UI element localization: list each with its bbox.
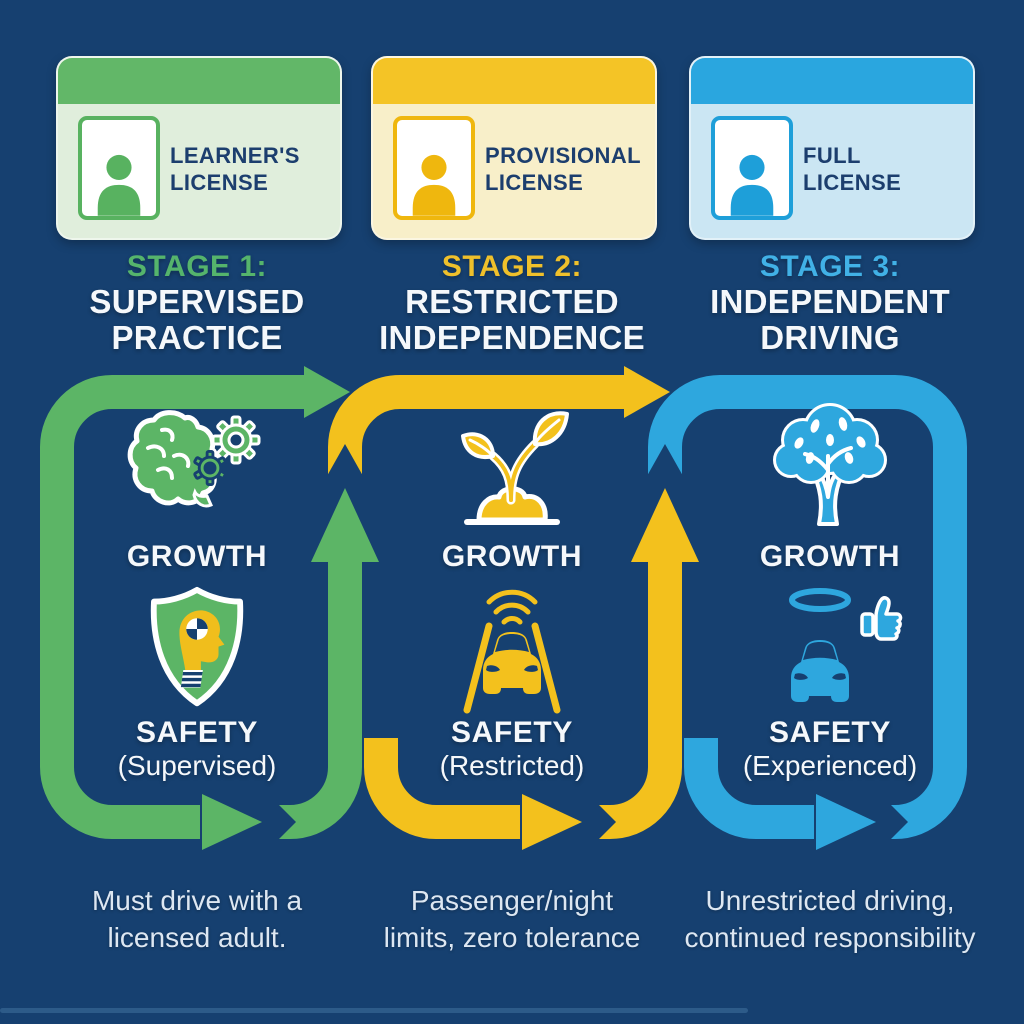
stage-label: STAGE 2:: [441, 250, 583, 283]
car-road-signal-icon: [463, 589, 561, 714]
safety-sublabel: (Supervised): [117, 750, 277, 781]
id-photo-box: [393, 116, 475, 220]
stage-title: INDEPENDENT DRIVING: [710, 283, 950, 356]
stage2-column: PROVISIONAL LICENSE STAGE 2: RESTRICTED …: [352, 0, 672, 1024]
car-halo-thumbs-up-icon: [789, 588, 903, 702]
stage1-loop-arrow: [40, 366, 379, 850]
stage2-loop-arrow: [327, 366, 699, 850]
safety-icon-wrap: [670, 584, 990, 716]
arrow-notch: [592, 798, 616, 846]
card-title: PROVISIONAL LICENSE: [485, 143, 641, 195]
stage3-heading: STAGE 3: INDEPENDENT DRIVING: [670, 250, 990, 356]
growth-label: GROWTH: [126, 540, 268, 573]
person-photo-icon: [412, 154, 456, 216]
growth-icon-wrap: [352, 400, 672, 535]
bottom-accent-line: [0, 1008, 748, 1013]
stage-label: STAGE 1:: [126, 250, 268, 283]
person-photo-icon: [730, 154, 774, 216]
card-header-band: [58, 58, 340, 104]
growth-icon-wrap: [670, 400, 990, 535]
stage2-heading: STAGE 2: RESTRICTED INDEPENDENCE: [352, 250, 672, 356]
stage-label: STAGE 3:: [759, 250, 901, 283]
arrow-notch: [884, 798, 908, 846]
safety-sublabel: (Experienced): [742, 750, 918, 781]
safety-icon-wrap: [352, 584, 672, 716]
safety-label: SAFETY: [769, 716, 891, 749]
safety-label: SAFETY: [451, 716, 573, 749]
card-header-band: [373, 58, 655, 104]
card-title: FULL LICENSE: [803, 143, 902, 195]
id-photo-box: [78, 116, 160, 220]
stage3-loop-arrow: [647, 375, 967, 850]
full-license-card: FULL LICENSE: [689, 56, 975, 240]
tree-icon: [773, 403, 887, 526]
provisional-license-card: PROVISIONAL LICENSE: [371, 56, 657, 240]
brain-gears-icon: [127, 410, 261, 508]
card-title: LEARNER'S LICENSE: [170, 143, 300, 195]
seedling-icon: [461, 411, 569, 525]
stage-title: RESTRICTED INDEPENDENCE: [379, 283, 645, 356]
stage2-caption: Passenger/night limits, zero tolerance: [383, 885, 641, 953]
id-photo-box: [711, 116, 793, 220]
learners-license-card: LEARNER'S LICENSE: [56, 56, 342, 240]
stage3-column: FULL LICENSE STAGE 3: INDEPENDENT DRIVIN…: [670, 0, 990, 1024]
arrow-notch: [272, 798, 296, 846]
person-photo-icon: [97, 154, 141, 216]
safety-sublabel: (Restricted): [439, 750, 585, 781]
arrow-tail-notch: [647, 444, 683, 476]
arrow-tail-notch: [327, 444, 363, 476]
stage-title: SUPERVISED PRACTICE: [89, 283, 305, 356]
growth-label: GROWTH: [759, 540, 901, 573]
stage1-heading: STAGE 1: SUPERVISED PRACTICE: [37, 250, 357, 356]
shield-crash-dummy-icon: [150, 586, 244, 707]
stage3-caption: Unrestricted driving, continued responsi…: [684, 885, 976, 953]
card-header-band: [691, 58, 973, 104]
stage1-column: LEARNER'S LICENSE STAGE 1: SUPERVISED PR…: [37, 0, 357, 1024]
growth-label: GROWTH: [441, 540, 583, 573]
stage1-caption: Must drive with a licensed adult.: [91, 885, 303, 953]
growth-icon-wrap: [37, 400, 357, 530]
safety-icon-wrap: [37, 584, 357, 716]
safety-label: SAFETY: [136, 716, 258, 749]
